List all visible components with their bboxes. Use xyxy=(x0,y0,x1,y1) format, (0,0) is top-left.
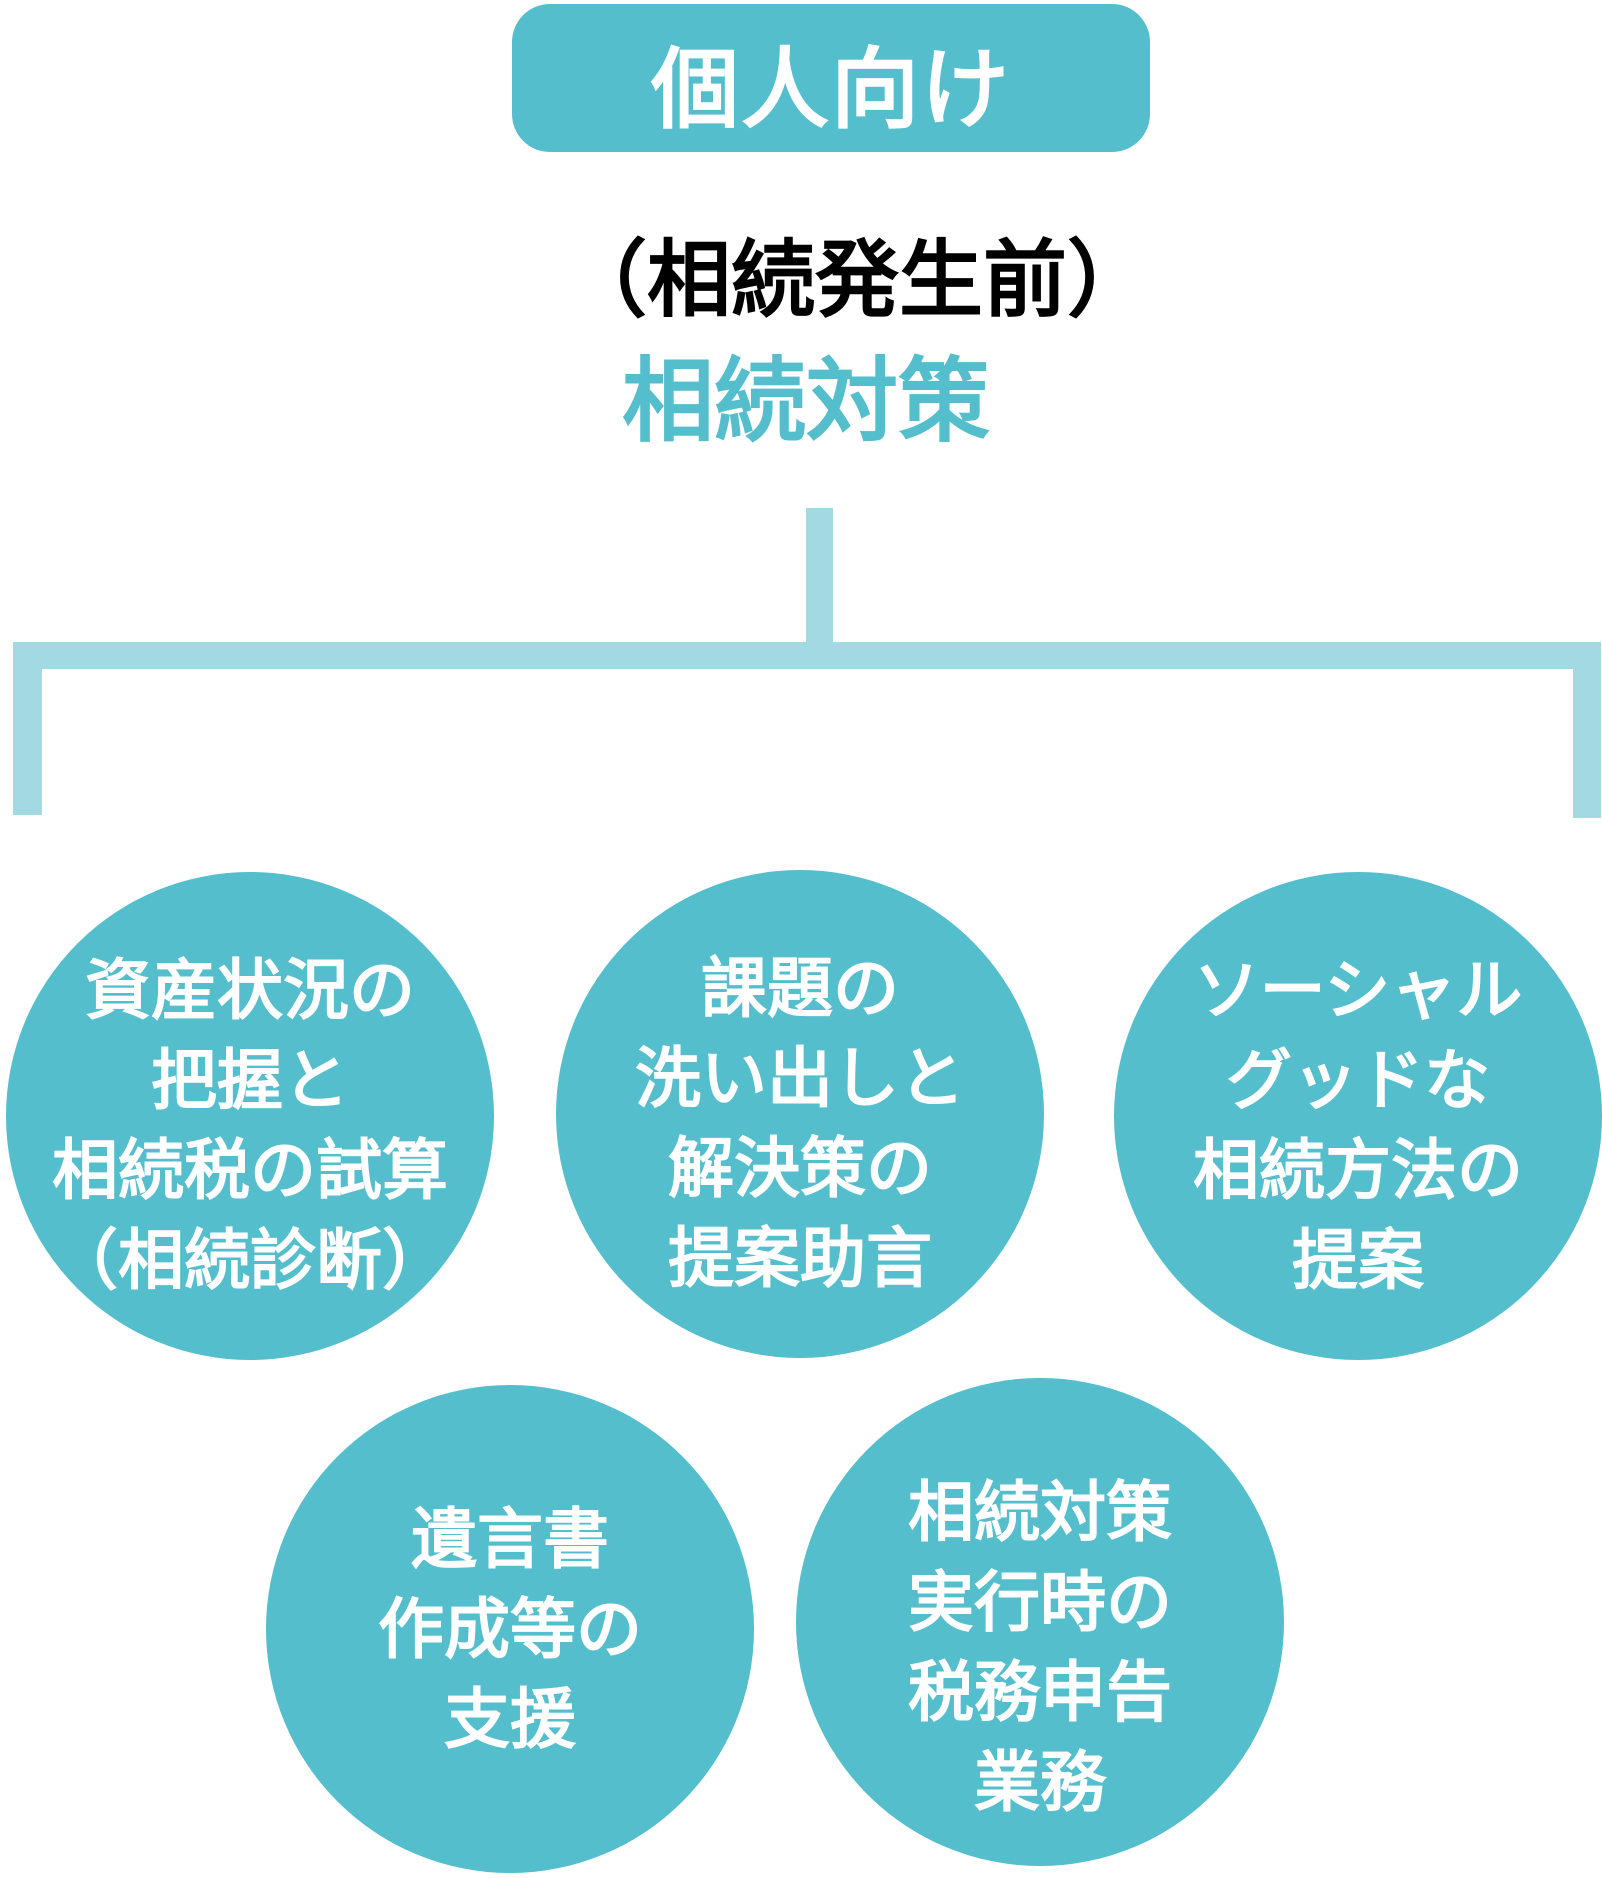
circle-text-line: 実行時の xyxy=(908,1565,1172,1639)
circle-text-line: 支援 xyxy=(444,1682,576,1756)
connector-right-drop xyxy=(1573,642,1601,818)
circle-text-line: 相続対策 xyxy=(908,1475,1172,1549)
circle-text-line: 資産状況の xyxy=(85,953,415,1027)
audience-badge-label: 個人向け xyxy=(650,39,1011,139)
circle-text-line: ソーシャル xyxy=(1193,953,1523,1027)
circle-will-drafting-support: 遺言書 作成等の 支援 xyxy=(266,1385,754,1873)
circle-text-line: （相続診断） xyxy=(52,1223,448,1297)
circle-text-line: 相続方法の xyxy=(1193,1133,1523,1207)
diagram-title: 相続対策 xyxy=(0,356,1602,448)
phase-label-text: （相続発生前） xyxy=(562,233,1151,327)
circle-text-line: 解決策の xyxy=(668,1131,932,1205)
circle-text-line: グッドな xyxy=(1226,1043,1490,1117)
audience-badge: 個人向け xyxy=(512,4,1150,152)
circle-tax-filing-services: 相続対策 実行時の 税務申告 業務 xyxy=(796,1378,1284,1866)
circle-social-good-proposal: ソーシャル グッドな 相続方法の 提案 xyxy=(1114,872,1602,1360)
circle-text-line: 業務 xyxy=(974,1745,1106,1819)
phase-label: （相続発生前） xyxy=(0,238,1602,322)
circle-text-line: 税務申告 xyxy=(908,1655,1172,1729)
circle-text-line: 相続税の試算 xyxy=(52,1133,448,1207)
circle-text-line: 遺言書 xyxy=(411,1502,609,1576)
diagram-title-text: 相続対策 xyxy=(621,351,990,453)
circle-text-line: 作成等の xyxy=(378,1592,642,1666)
connector-left-drop xyxy=(13,642,42,815)
circle-text-line: 提案助言 xyxy=(668,1221,932,1295)
circle-asset-assessment: 資産状況の 把握と 相続税の試算 （相続診断） xyxy=(6,872,494,1360)
connector-stem xyxy=(806,508,833,642)
circle-text-line: 洗い出しと xyxy=(635,1041,965,1115)
connector-horizontal-bar xyxy=(13,642,1601,669)
circle-issue-identification: 課題の 洗い出しと 解決策の 提案助言 xyxy=(556,870,1044,1358)
circle-text-line: 提案 xyxy=(1292,1223,1424,1297)
circle-text-line: 把握と xyxy=(151,1043,349,1117)
circle-text-line: 課題の xyxy=(701,951,899,1025)
